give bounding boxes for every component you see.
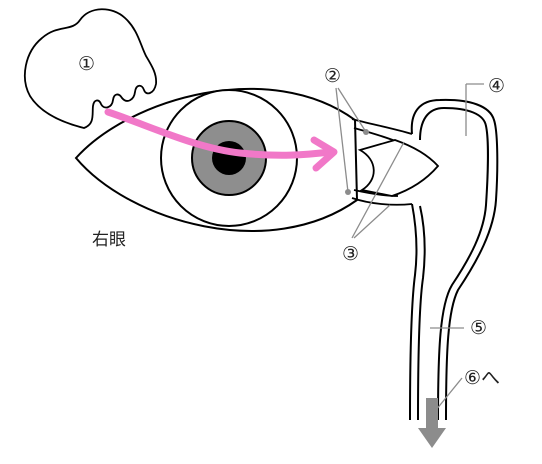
lower-canaliculus [351,197,413,206]
label-2: ② [324,65,341,87]
lacrimal-gland [23,8,158,129]
pointer-2-upper [337,87,367,133]
lacrimal-caruncle [357,139,440,197]
lacrimal-sac-outer [410,98,499,421]
pointer-3-lower [353,204,391,239]
label-4: ④ [488,75,505,97]
tear-flow-arrowhead [310,136,338,172]
lacrimal-sac-inner [419,106,489,421]
label-6: ⑥へ [464,367,500,389]
pointer-3-upper [351,141,405,239]
upper-canaliculus [351,118,413,135]
drainage-arrow-head [418,428,446,448]
tear-flow-arrow [104,108,334,159]
label-3: ③ [342,243,359,265]
pointer-6 [435,377,463,411]
nasolacrimal-duct-left-outer [409,203,418,421]
nasolacrimal-duct-left-inner [417,205,426,421]
label-1: ① [78,53,95,75]
drainage-arrow-shaft [426,398,438,432]
label-right-eye: 右眼 [92,230,126,250]
label-5: ⑤ [470,317,487,339]
pointer-2-lower [335,87,349,193]
